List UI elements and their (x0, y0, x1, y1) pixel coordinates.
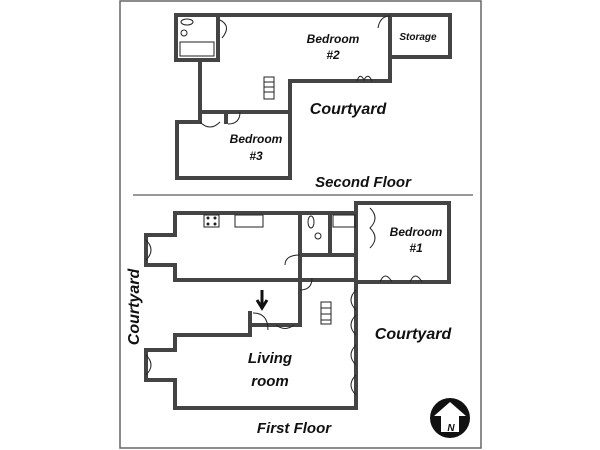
stove-icon (203, 214, 220, 228)
door-icon (377, 15, 391, 29)
door-icon (199, 121, 221, 128)
first-floor-walls (144, 201, 451, 410)
svg-text:N: N (447, 423, 455, 434)
door-icon (350, 289, 357, 396)
door-icon (356, 75, 373, 82)
frame (119, 0, 482, 449)
bedroom3-number: #3 (249, 149, 263, 163)
north-compass-icon: N (430, 398, 470, 438)
second-floor-walls (174, 13, 452, 180)
closet-door-icon (369, 207, 376, 249)
bathtub-icon (332, 214, 356, 228)
door-icon (227, 111, 241, 125)
bathtub-icon (179, 41, 215, 57)
courtyard-right-label: Courtyard (375, 326, 453, 343)
bedroom1-label: Bedroom (390, 225, 443, 239)
door-icon (219, 19, 227, 39)
stairs-icon (263, 76, 275, 100)
courtyard-label: Courtyard (310, 101, 388, 118)
bedroom2-number: #2 (326, 48, 340, 62)
bedroom2-label: Bedroom (307, 32, 360, 46)
bedroom1-number: #1 (409, 241, 423, 255)
bedroom3-label: Bedroom (230, 132, 283, 146)
living-room-label-2: room (251, 373, 289, 390)
entrance-arrow-icon (255, 290, 269, 311)
toilet-icon (307, 215, 322, 240)
door-icon (145, 354, 152, 376)
toilet-icon (180, 18, 194, 37)
courtyard-left-label: Courtyard (126, 268, 143, 346)
door-icon (252, 254, 313, 331)
living-room-label: Living (248, 350, 292, 367)
door-icon (145, 239, 152, 261)
first-floor-title: First Floor (257, 420, 332, 437)
stairs-icon (320, 301, 332, 325)
second-floor-title: Second Floor (315, 174, 412, 191)
sink-icon (234, 214, 264, 228)
door-icon (379, 275, 423, 283)
storage-label: Storage (399, 32, 437, 43)
